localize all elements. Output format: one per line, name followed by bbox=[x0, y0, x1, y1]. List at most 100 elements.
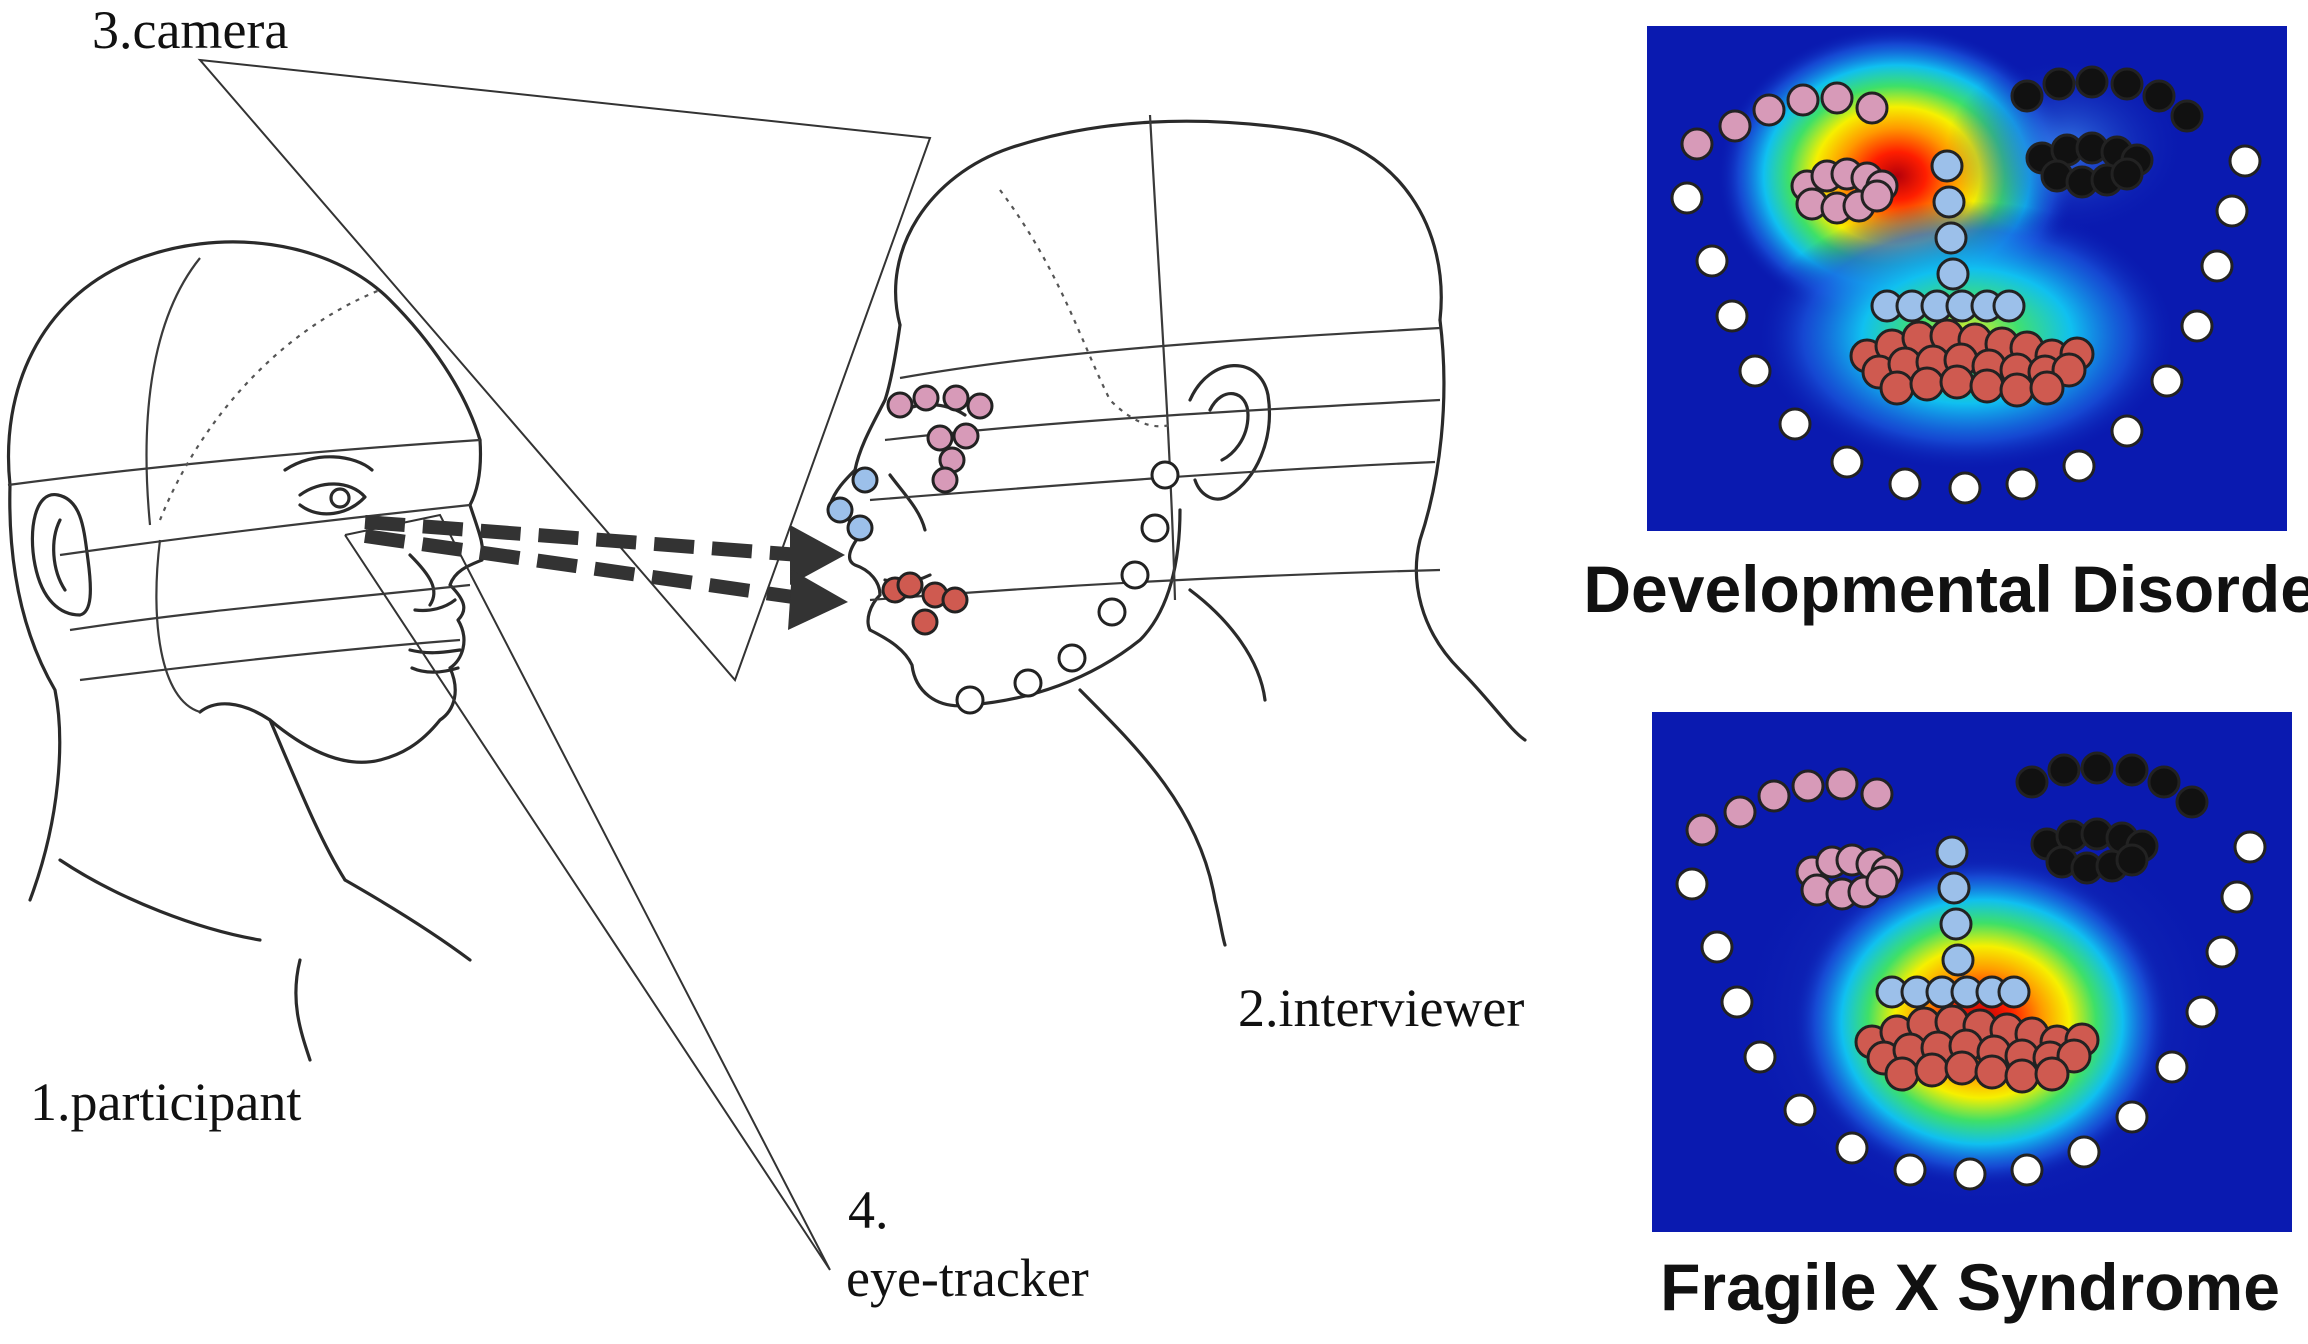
mouth-point bbox=[1939, 364, 1975, 400]
nose-landmark-point bbox=[826, 496, 854, 524]
face-contour-point bbox=[1675, 867, 1709, 901]
nose-point bbox=[1992, 289, 2026, 323]
interviewer-head-sketch bbox=[828, 114, 1527, 947]
face-contour-landmark-point bbox=[1120, 560, 1150, 590]
right-eye-point bbox=[1757, 779, 1791, 813]
right-eye-point bbox=[1820, 81, 1854, 115]
face-contour-point bbox=[2115, 1100, 2149, 1134]
face-contour-point bbox=[1695, 244, 1729, 278]
nose-point bbox=[1936, 257, 1970, 291]
heatmap-panel-fragile-x-syndrome bbox=[1652, 712, 2292, 1232]
left-eye-point bbox=[2147, 765, 2181, 799]
heatmap-landmarks bbox=[1670, 65, 2262, 505]
face-contour-point bbox=[1720, 985, 1754, 1019]
right-eye-point bbox=[1791, 769, 1825, 803]
face-contour-point bbox=[2215, 194, 2249, 228]
mouth-point bbox=[1969, 368, 2005, 404]
right-eye-point bbox=[1860, 777, 1894, 811]
participant-head-sketch bbox=[6, 240, 485, 1062]
face-contour-point bbox=[1743, 1040, 1777, 1074]
right-eye-point bbox=[1786, 83, 1820, 117]
eye-landmark-point bbox=[966, 392, 994, 420]
eye-landmark-point bbox=[952, 422, 980, 450]
face-contour-point bbox=[2233, 830, 2267, 864]
face-contour-point bbox=[1888, 467, 1922, 501]
face-contour-point bbox=[1835, 1131, 1869, 1165]
left-eye-point bbox=[2110, 157, 2144, 191]
mouth-point bbox=[2034, 1056, 2070, 1092]
face-contour-point bbox=[2010, 1153, 2044, 1187]
nose-point bbox=[1939, 907, 1973, 941]
nose-point bbox=[1937, 871, 1971, 905]
mouth-point bbox=[1974, 1054, 2010, 1090]
face-contour-point bbox=[1700, 930, 1734, 964]
eye-tracker-label: eye-tracker bbox=[846, 1248, 1089, 1308]
eye-landmark-point bbox=[931, 466, 959, 494]
left-eye-point bbox=[2075, 65, 2109, 99]
face-contour-landmark-point bbox=[1057, 643, 1087, 673]
camera-view-cone bbox=[197, 58, 932, 682]
eye-tracker-number-label: 4. bbox=[848, 1180, 889, 1240]
face-contour-landmark-point bbox=[1140, 513, 1170, 543]
eye-landmark-point bbox=[886, 391, 914, 419]
face-contour-point bbox=[1670, 181, 1704, 215]
mouth-point bbox=[1999, 372, 2035, 408]
face-contour-landmark-point bbox=[1150, 460, 1180, 490]
face-contour-point bbox=[2200, 249, 2234, 283]
mouth-point bbox=[2029, 370, 2065, 406]
face-contour-point bbox=[2180, 309, 2214, 343]
nose-point bbox=[1930, 149, 1964, 183]
nose-point bbox=[1934, 221, 1968, 255]
left-eye-point bbox=[2142, 79, 2176, 113]
eye-landmark-point bbox=[912, 384, 940, 412]
mouth-point bbox=[1909, 366, 1945, 402]
face-contour-point bbox=[2150, 364, 2184, 398]
mouth-landmark-point bbox=[941, 586, 969, 614]
mouth-point bbox=[1879, 370, 1915, 406]
right-eye-point bbox=[1680, 127, 1714, 161]
left-eye-point bbox=[2170, 99, 2204, 133]
right-eye-point bbox=[1825, 767, 1859, 801]
face-contour-point bbox=[1948, 471, 1982, 505]
right-eye-point bbox=[1860, 179, 1894, 213]
panel-title-fragile-x-syndrome: Fragile X Syndrome bbox=[1660, 1250, 2280, 1324]
face-contour-landmark-point bbox=[1013, 668, 1043, 698]
left-eye-point bbox=[2175, 785, 2209, 819]
left-eye-point bbox=[2047, 753, 2081, 787]
mouth-landmark-point bbox=[911, 608, 939, 636]
nose-point bbox=[1932, 185, 1966, 219]
nose-point bbox=[1997, 975, 2031, 1009]
mouth-point bbox=[1914, 1052, 1950, 1088]
interviewer-face-landmarks bbox=[826, 384, 1180, 715]
right-eye-point bbox=[1685, 813, 1719, 847]
face-contour-point bbox=[1783, 1093, 1817, 1127]
nose-landmark-point bbox=[851, 466, 879, 494]
face-contour-point bbox=[1738, 354, 1772, 388]
mouth-point bbox=[1884, 1056, 1920, 1092]
face-contour-point bbox=[2067, 1135, 2101, 1169]
face-contour-point bbox=[2220, 880, 2254, 914]
right-eye-point bbox=[1865, 865, 1899, 899]
face-contour-landmark-point bbox=[955, 685, 985, 715]
right-eye-point bbox=[1855, 91, 1889, 125]
heatmap-panel-developmental-disorder bbox=[1647, 26, 2287, 531]
interviewer-label: 2.interviewer bbox=[1238, 978, 1524, 1038]
eye-landmark-point bbox=[942, 384, 970, 412]
eye-tracker-view-lines bbox=[344, 513, 831, 1271]
face-contour-point bbox=[1778, 407, 1812, 441]
nose-landmark-point bbox=[846, 514, 874, 542]
camera-label: 3.camera bbox=[92, 0, 288, 60]
left-eye-point bbox=[2115, 843, 2149, 877]
left-eye-point bbox=[2010, 79, 2044, 113]
right-eye-point bbox=[1723, 795, 1757, 829]
participant-label: 1.participant bbox=[30, 1072, 301, 1132]
mouth-landmark-point bbox=[896, 571, 924, 599]
nose-point bbox=[1941, 943, 1975, 977]
face-contour-point bbox=[1953, 1157, 1987, 1191]
face-contour-point bbox=[2155, 1050, 2189, 1084]
eye-landmark-point bbox=[926, 424, 954, 452]
mouth-point bbox=[1944, 1050, 1980, 1086]
left-eye-point bbox=[2115, 753, 2149, 787]
left-eye-point bbox=[2080, 751, 2114, 785]
